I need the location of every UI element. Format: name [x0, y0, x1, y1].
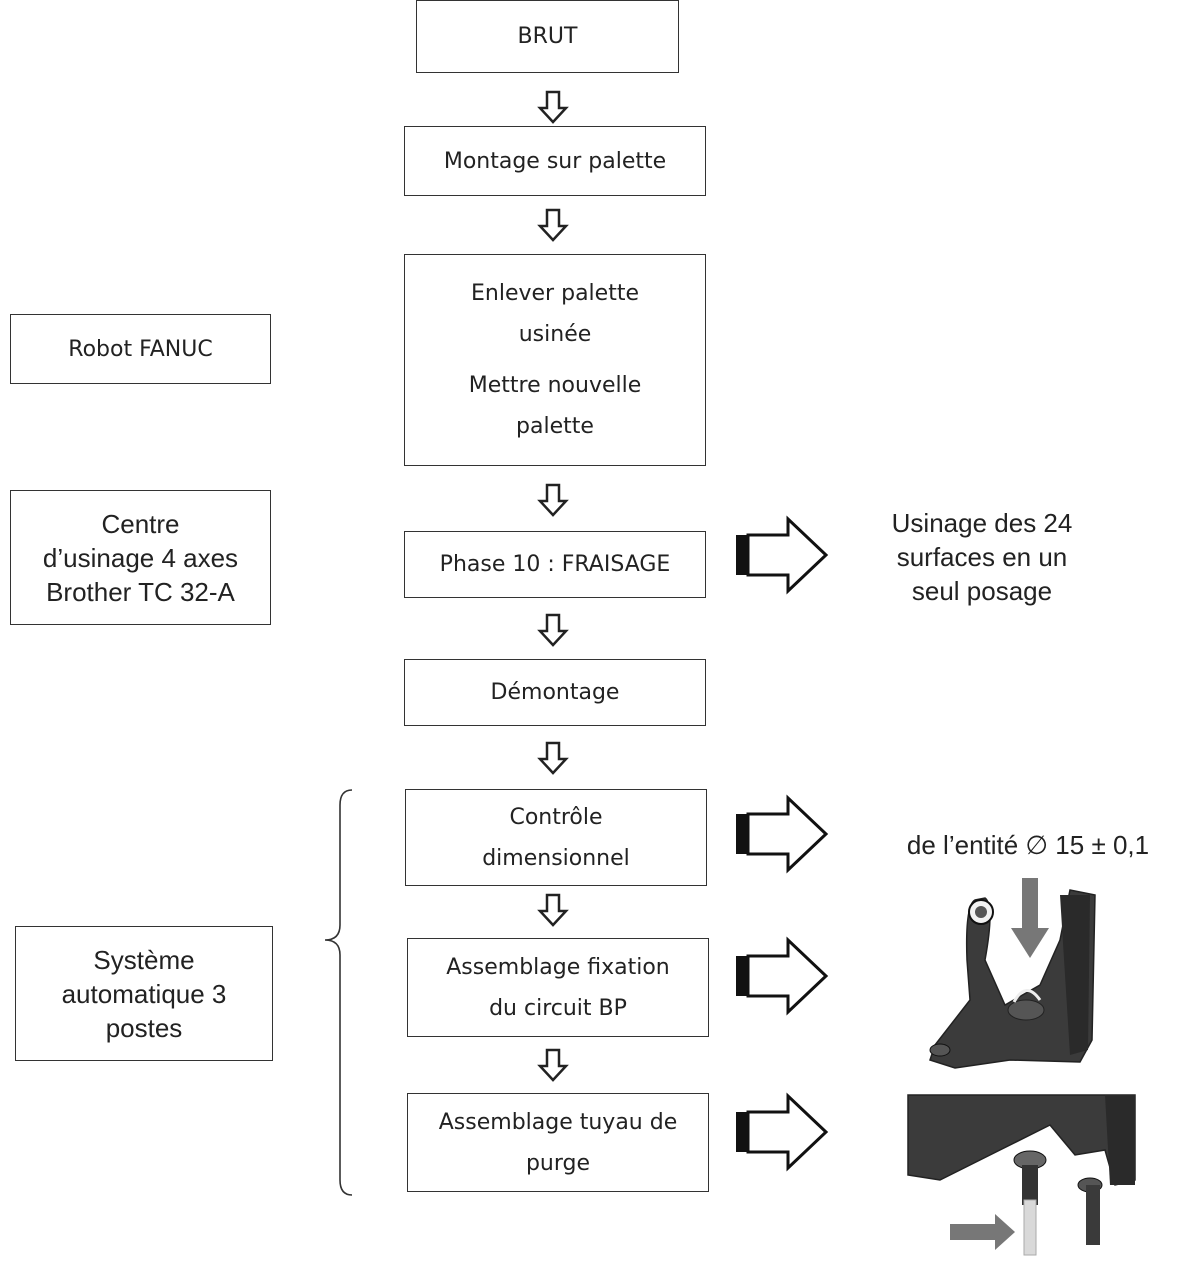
step-brut-label: BRUT	[517, 24, 578, 49]
part-image-fixation	[920, 878, 1096, 1070]
step-demontage: Démontage	[404, 659, 706, 726]
right-arrow-fixation	[734, 938, 828, 1014]
step-fixation-line1: Assemblage fixation	[446, 954, 670, 980]
step-phase10: Phase 10 : FRAISAGE	[404, 531, 706, 598]
grouping-brace	[324, 789, 353, 1196]
down-arrow-4	[538, 613, 568, 647]
down-arrow-1	[538, 90, 568, 124]
resource-systeme: Système automatique 3 postes	[15, 926, 273, 1061]
right-arrow-tuyau	[734, 1094, 828, 1170]
note-usinage: Usinage des 24 surfaces en un seul posag…	[862, 506, 1102, 608]
step-controle-line2: dimensionnel	[482, 845, 630, 871]
down-arrow-7	[538, 1048, 568, 1082]
down-arrow-6	[538, 893, 568, 927]
resource-systeme-line3: postes	[105, 1012, 183, 1043]
step-tuyau: Assemblage tuyau de purge	[407, 1093, 709, 1192]
step-fixation-line2: du circuit BP	[489, 995, 627, 1021]
step-palette-line1: Enlever palette	[471, 281, 639, 306]
step-fixation: Assemblage fixation du circuit BP	[407, 938, 709, 1037]
down-arrow-5	[538, 741, 568, 775]
note-entite: de l’entité ∅ 15 ± 0,1	[880, 828, 1176, 862]
step-controle: Contrôle dimensionnel	[405, 789, 707, 886]
down-arrow-3	[538, 483, 568, 517]
note-entite-label: de l’entité ∅ 15 ± 0,1	[906, 830, 1150, 860]
step-palette-line3: Mettre nouvelle	[468, 373, 642, 398]
part-image-tuyau	[907, 1094, 1136, 1256]
resource-systeme-line2: automatique 3	[61, 978, 227, 1009]
resource-robot: Robot FANUC	[10, 314, 271, 384]
step-palette-line4: palette	[516, 414, 594, 439]
step-palette-line2: usinée	[518, 322, 592, 347]
step-tuyau-line1: Assemblage tuyau de	[438, 1109, 678, 1135]
resource-centre-line3: Brother TC 32-A	[46, 576, 235, 607]
right-arrow-controle	[734, 796, 828, 872]
step-demontage-label: Démontage	[490, 680, 620, 705]
step-phase10-label: Phase 10 : FRAISAGE	[439, 552, 671, 577]
note-usinage-line2: surfaces en un	[896, 542, 1068, 572]
step-palette: Enlever palette usinée Mettre nouvelle p…	[404, 254, 706, 466]
step-tuyau-line2: purge	[525, 1150, 591, 1176]
resource-centre-line1: Centre	[101, 508, 180, 539]
note-usinage-line3: seul posage	[911, 576, 1053, 606]
step-montage-label: Montage sur palette	[443, 148, 667, 174]
resource-systeme-line1: Système	[93, 944, 195, 975]
down-arrow-2	[538, 208, 568, 242]
resource-robot-label: Robot FANUC	[68, 336, 213, 362]
step-controle-line1: Contrôle	[509, 804, 603, 830]
step-brut: BRUT	[416, 0, 679, 73]
resource-centre-line2: d’usinage 4 axes	[42, 542, 239, 573]
resource-centre: Centre d’usinage 4 axes Brother TC 32-A	[10, 490, 271, 625]
right-arrow-usinage	[734, 517, 828, 593]
step-montage: Montage sur palette	[404, 126, 706, 196]
note-usinage-line1: Usinage des 24	[891, 508, 1073, 538]
